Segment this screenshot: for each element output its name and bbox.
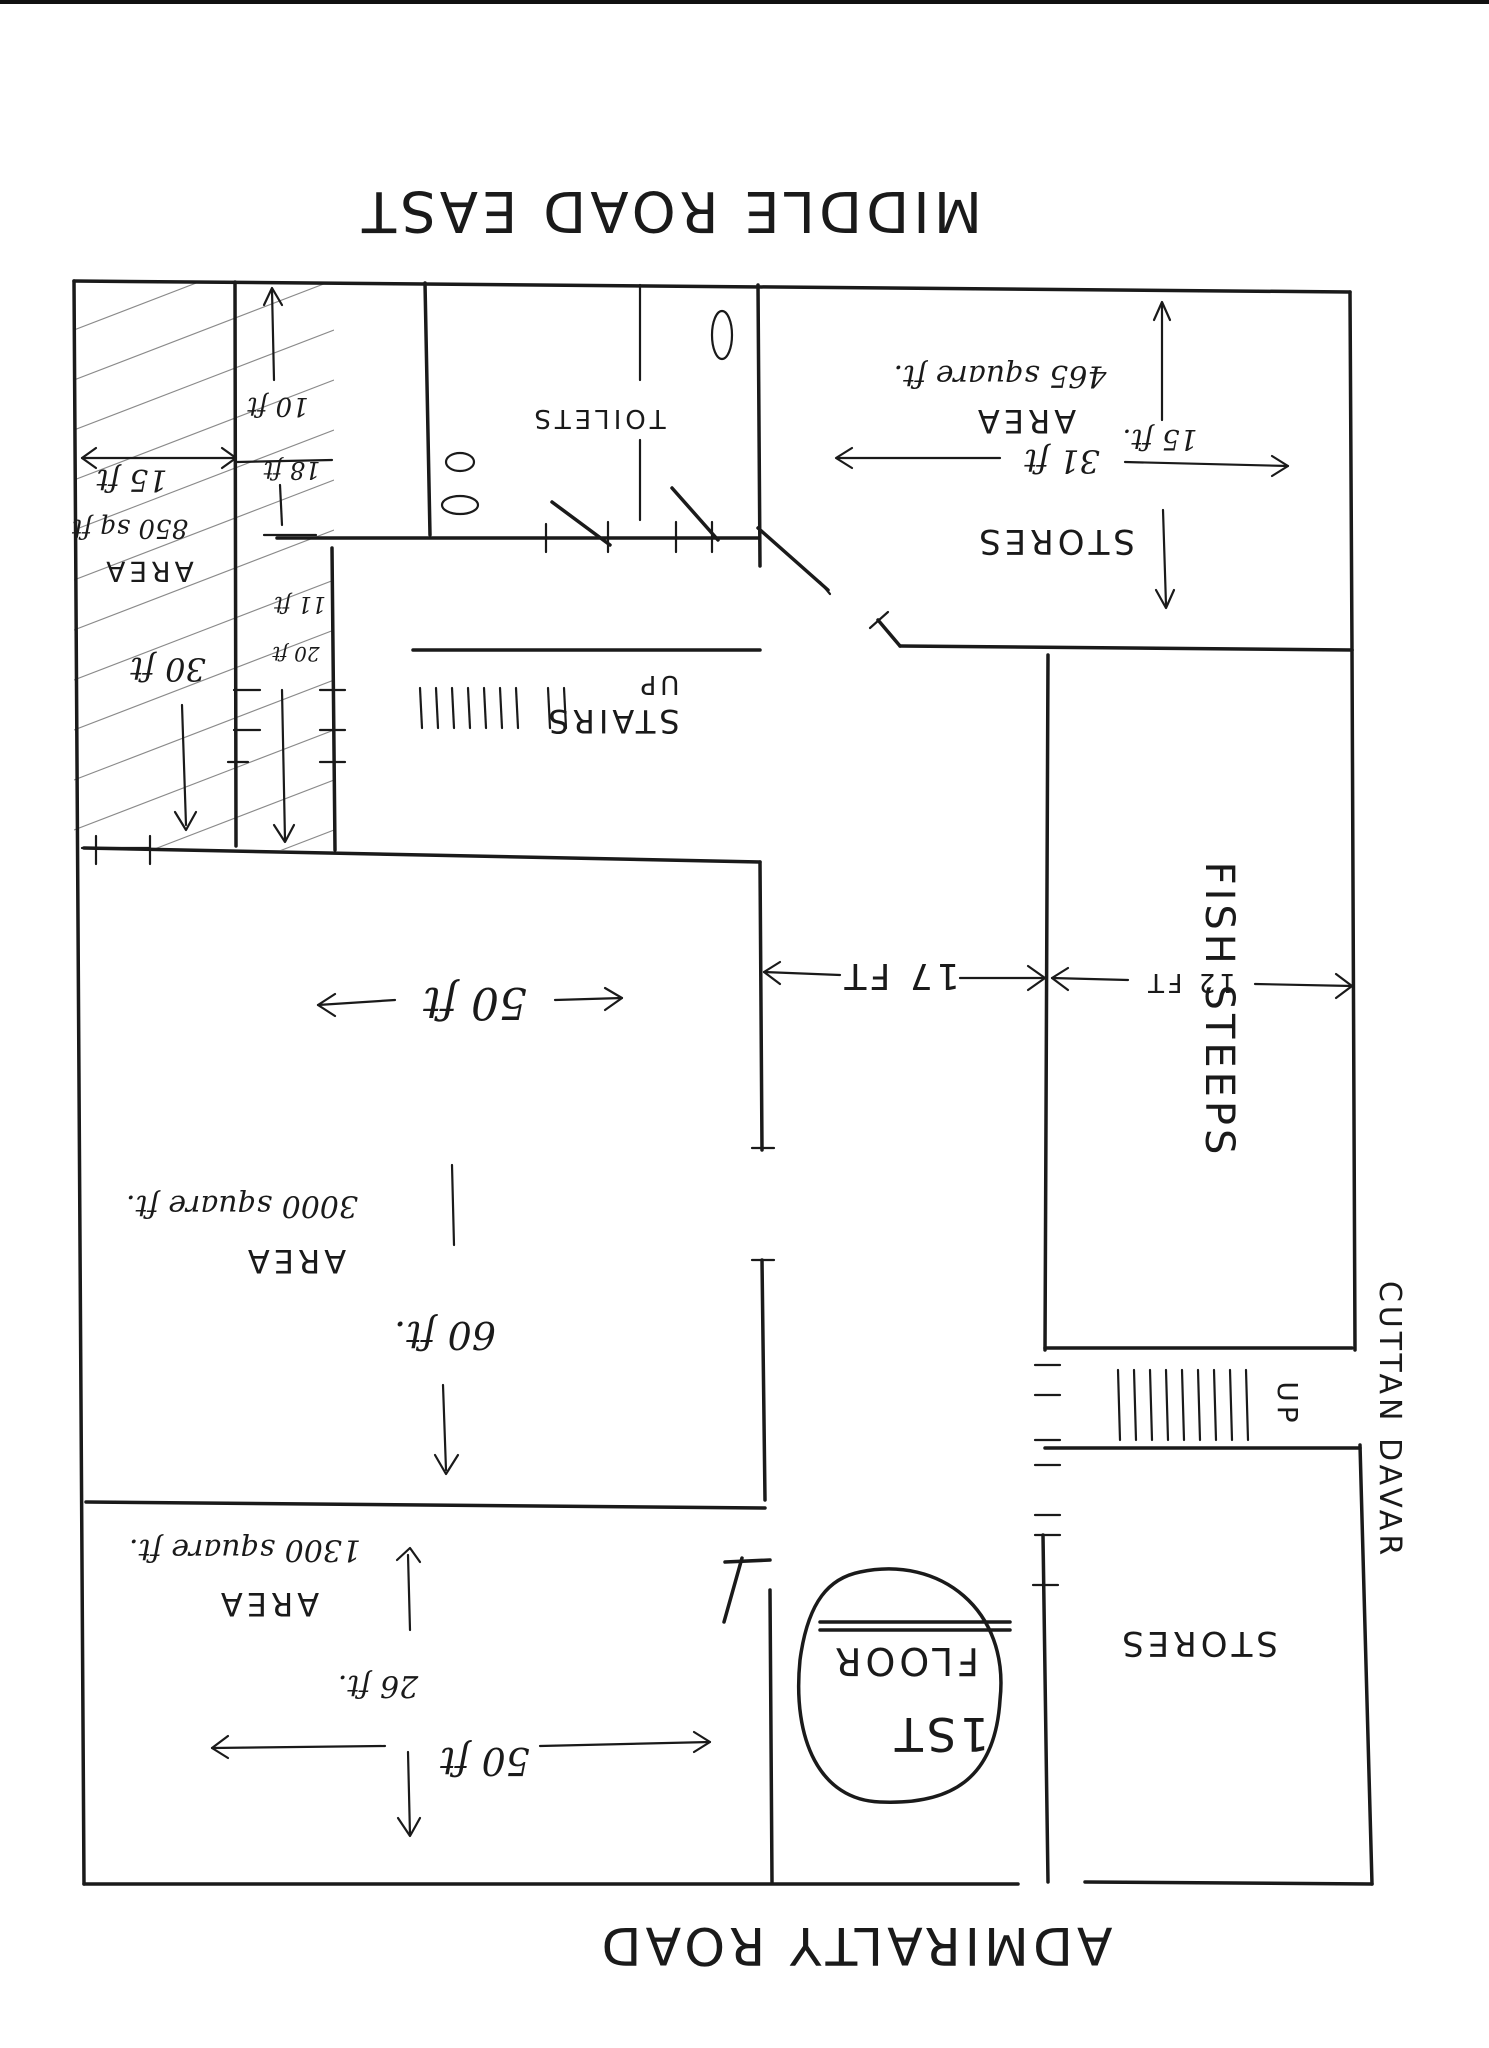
street-south-label: ADMIRALTY ROAD (597, 1915, 1112, 1975)
hatched-area (74, 282, 334, 850)
fish-steeps-width: 12 FT (1144, 967, 1236, 997)
floor-badge-line2: FLOOR (831, 1639, 979, 1683)
street-east-label: CUTTAN DAVAR (1372, 1281, 1407, 1559)
stairs-top-treads (418, 686, 568, 730)
main-hall-width: 50 ft (423, 977, 527, 1028)
dimension-lines (80, 286, 1354, 1838)
stairs-top-direction: UP (637, 669, 680, 699)
main-hall-depth: 60 ft. (394, 1313, 496, 1357)
floor-badge-line1: 1ST (891, 1707, 990, 1761)
stores-top-name: STORES (975, 521, 1135, 561)
left-strip-area-value: 850 sq ft (71, 513, 188, 543)
left-strip-dim-30: 30 ft (130, 650, 206, 688)
outer-walls (72, 279, 1374, 1886)
stairs-top-label: STAIRS (544, 702, 679, 740)
bottom-room-area-label: AREA (217, 1585, 319, 1623)
interior-walls (80, 280, 1362, 1884)
left-strip-dim-15: 15 ft (96, 462, 168, 497)
stores-bottom-name: STORES (1118, 1623, 1278, 1663)
street-north-label: MIDDLE ROAD EAST (358, 178, 982, 243)
bottom-room-width: 50 ft (439, 1739, 529, 1783)
main-hall-area-value: 3000 square ft. (126, 1188, 358, 1223)
left-strip-dim-20: 20 ft (271, 642, 320, 666)
left-strip-area-label: AREA (102, 555, 193, 588)
bottom-room-depth: 26 ft. (338, 1668, 419, 1703)
left-strip-dim-11: 11 ft (274, 591, 326, 616)
stores-top-area-value: 465 square ft. (894, 358, 1108, 393)
stores-top-depth: 15 ft. (1122, 423, 1197, 456)
left-strip-dim-18: 18 ft (263, 456, 320, 484)
fish-steeps-name: FISH STEEPS (1196, 862, 1242, 1159)
stairs-bottom-direction: UP (1271, 1381, 1304, 1426)
toilet-fixtures (440, 283, 734, 522)
floor-badge (796, 1567, 1012, 1804)
stores-top-width: 31 ft (1024, 442, 1100, 480)
stairs-bottom-treads (1116, 1368, 1250, 1442)
toilets-label: TOILETS (530, 403, 666, 433)
door-marks (94, 486, 1062, 1624)
corridor-width: 17 FT (840, 955, 959, 996)
bottom-room-area-value: 1300 square ft. (129, 1532, 361, 1567)
main-hall-area-label: AREA (244, 1242, 346, 1280)
left-strip-dim-10: 10 ft (247, 391, 309, 421)
stores-top-area-label: AREA (974, 402, 1076, 440)
